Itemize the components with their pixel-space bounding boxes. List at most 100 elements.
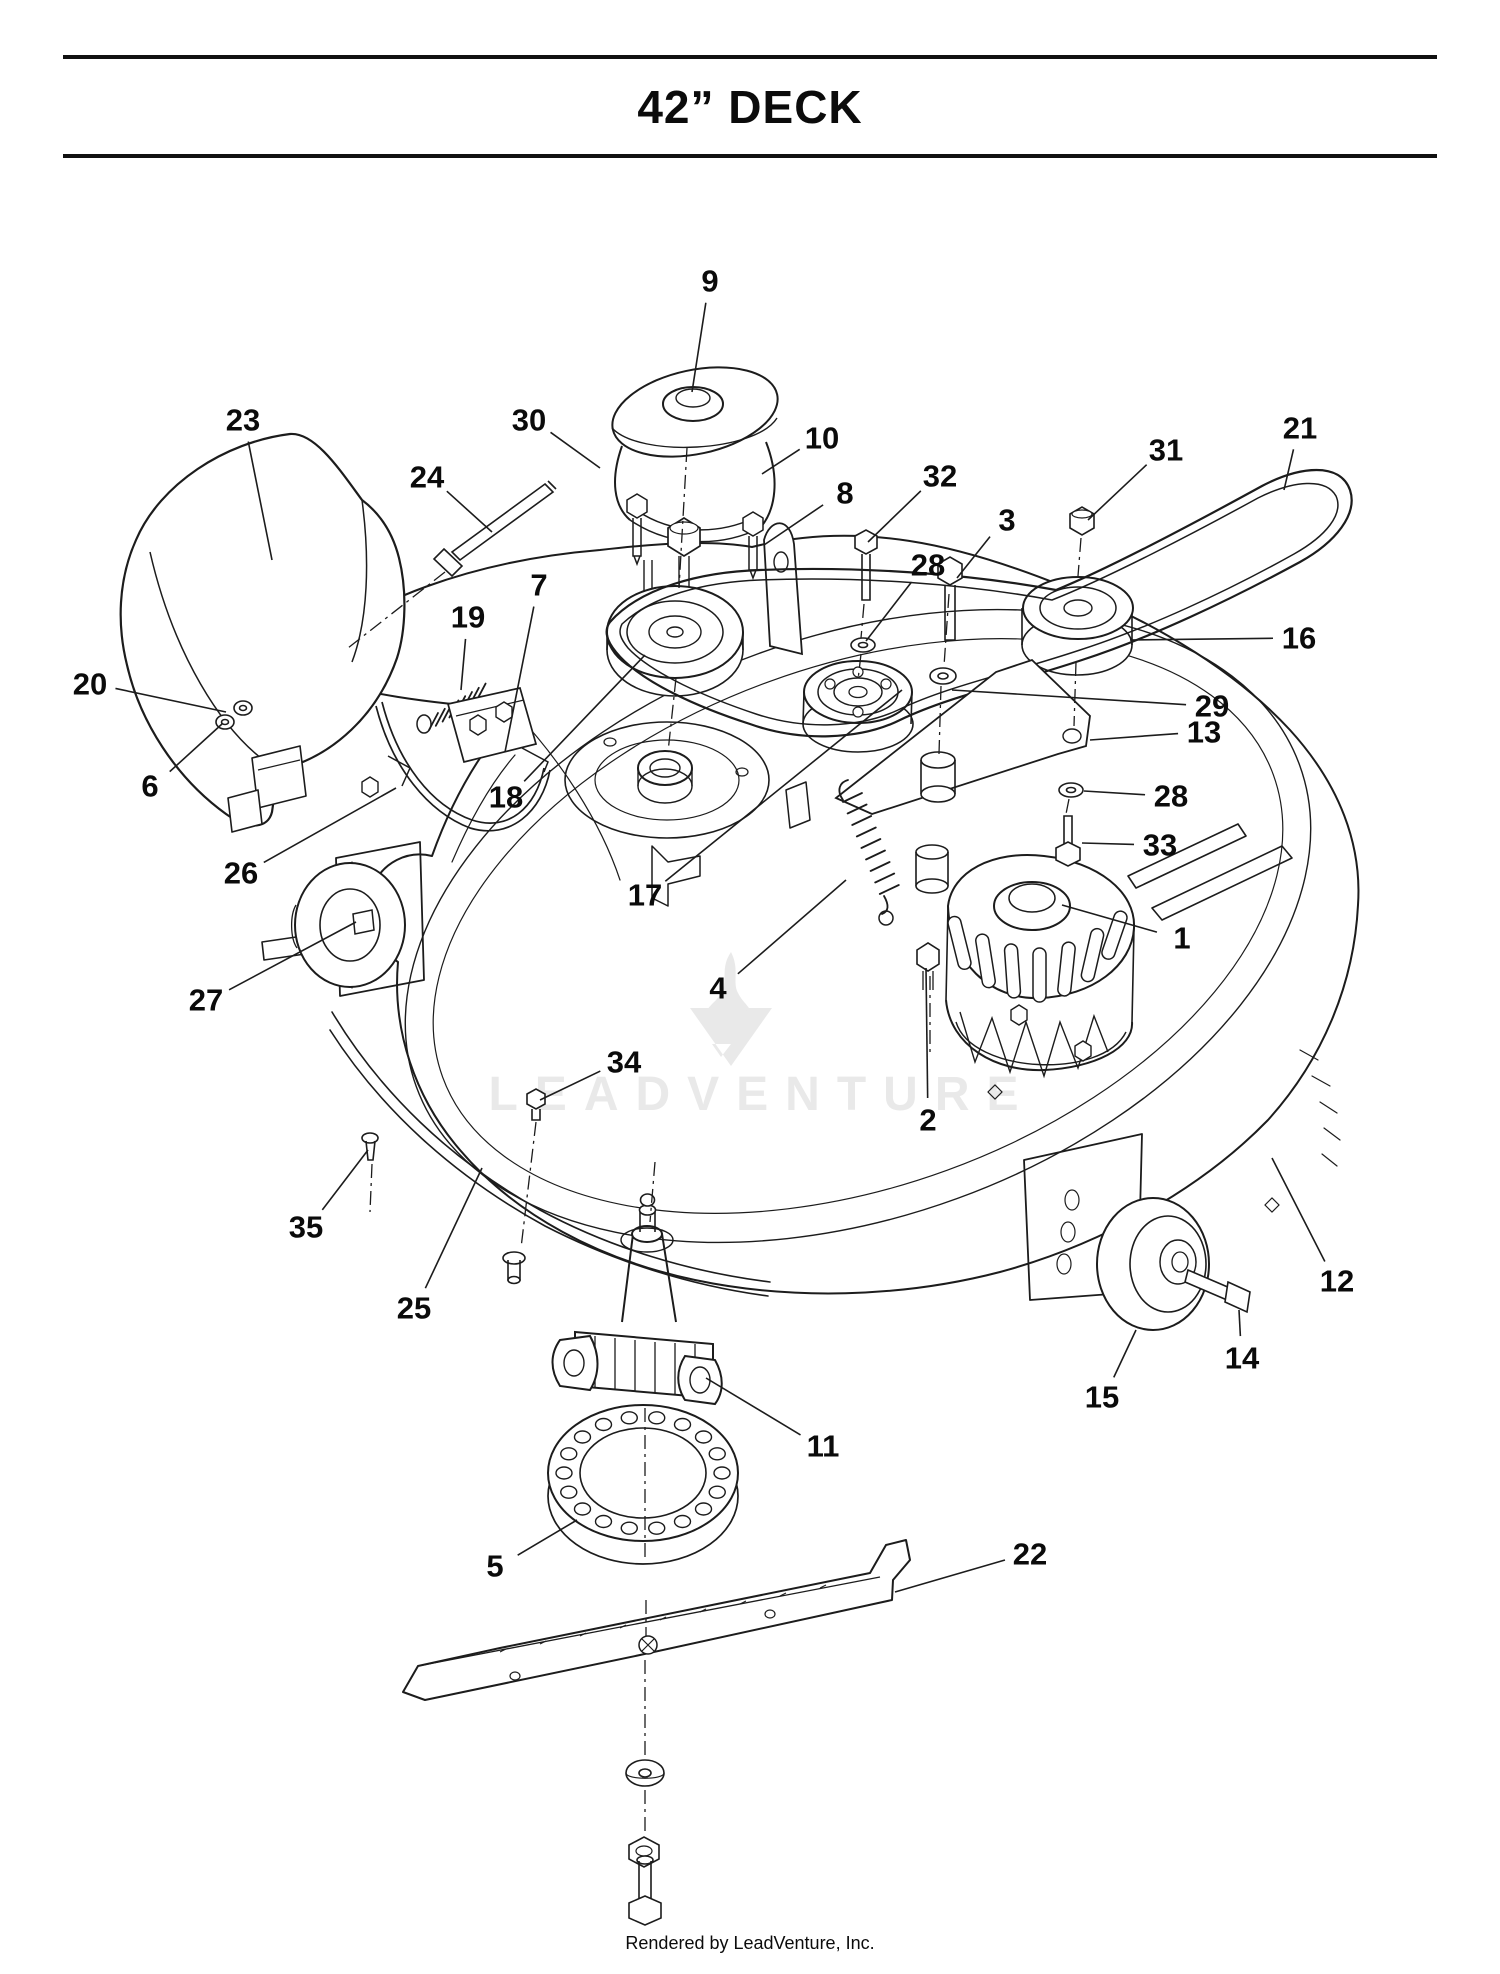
wheel-bolt <box>352 909 375 935</box>
deck-spacer-bushing <box>920 751 956 803</box>
callout-leader-2 <box>925 967 929 1099</box>
ring-hole <box>694 1430 713 1444</box>
page-title: 42” DECK <box>637 80 863 133</box>
callout-number-30: 30 <box>512 403 546 438</box>
callout-number-14: 14 <box>1225 1341 1260 1376</box>
callout-number-5: 5 <box>486 1549 503 1584</box>
callout-leader-11 <box>705 1377 801 1436</box>
ring-hole <box>673 1514 692 1529</box>
clutch-cap <box>993 881 1071 931</box>
callout-number-4: 4 <box>709 971 727 1006</box>
spring-coil <box>865 849 886 861</box>
callout-leader-5 <box>517 1519 578 1556</box>
callout-number-16: 16 <box>1282 621 1316 656</box>
extension-spring-4 <box>838 779 900 926</box>
callout-leader-16 <box>1129 637 1274 641</box>
clutch-pulley <box>802 660 914 753</box>
electric-clutch <box>915 751 1136 1079</box>
clutch-slots <box>947 910 1128 1003</box>
guard-leg-left <box>614 445 631 521</box>
ring-hole <box>713 1466 731 1480</box>
deck-front-skirt <box>331 1011 771 1283</box>
deck-rear-skirt-hatch <box>1299 1049 1341 1167</box>
callout-number-35: 35 <box>289 1210 323 1245</box>
engagement-cable <box>361 701 551 832</box>
callout-leader-35 <box>321 1149 369 1211</box>
ring-hole <box>620 1521 638 1535</box>
ring-hole <box>560 1447 578 1461</box>
callout-layer: 1234567891011121314151617181920212223242… <box>73 264 1354 1593</box>
callout-number-18: 18 <box>489 780 523 815</box>
ring-hole <box>573 1502 592 1516</box>
callout-leader-24 <box>446 490 493 533</box>
callout-number-24: 24 <box>410 460 445 495</box>
callout-number-22: 22 <box>1013 1537 1047 1572</box>
callout-leader-20 <box>115 687 227 713</box>
callout-leader-22 <box>894 1559 1006 1593</box>
deck-bearing <box>637 750 693 804</box>
callout-number-1: 1 <box>1173 921 1190 956</box>
bolt-33 <box>1055 815 1081 867</box>
ring-hole <box>573 1430 592 1444</box>
spring-coil <box>869 861 891 872</box>
spring-coil <box>434 707 446 727</box>
callout-number-8: 8 <box>836 476 853 511</box>
deck-inner-contour <box>404 608 1312 1244</box>
right-gauge-wheel <box>1096 1197 1251 1331</box>
deck-hole <box>603 737 617 747</box>
callout-leader-23 <box>247 441 273 561</box>
callout-leader-21 <box>1283 449 1295 491</box>
callout-number-19: 19 <box>451 600 485 635</box>
nut-31 <box>1069 506 1095 536</box>
deck-hole <box>735 767 749 777</box>
bolt-34 <box>526 1088 546 1121</box>
callout-leader-31 <box>1087 464 1148 521</box>
left-gauge-wheel <box>290 862 406 988</box>
spindle-plate-inner <box>594 739 740 821</box>
callout-number-9: 9 <box>701 264 718 299</box>
callout-number-25: 25 <box>397 1291 431 1326</box>
idler-pulley <box>1021 576 1134 676</box>
mower-blade <box>402 1539 911 1701</box>
cover-crease-right <box>351 499 368 663</box>
spring-bracket <box>446 686 549 773</box>
ring-hole <box>594 1417 613 1432</box>
callout-leader-29 <box>951 689 1187 706</box>
callout-number-28: 28 <box>911 548 945 583</box>
deck-inner-contour-2 <box>432 638 1284 1214</box>
callout-leader-28 <box>865 581 913 642</box>
spring-coil <box>428 712 439 731</box>
ring-hole <box>594 1514 613 1529</box>
callout-number-7: 7 <box>530 568 547 603</box>
guard-cap <box>662 386 724 422</box>
callout-leader-17 <box>664 689 903 882</box>
callout-leader-18 <box>523 654 646 782</box>
wheel-axle-bolt <box>1184 1268 1251 1314</box>
guard-plate-edge <box>611 417 778 448</box>
spring-coil <box>874 872 896 884</box>
callout-number-31: 31 <box>1149 433 1183 468</box>
callout-leader-19 <box>460 638 467 691</box>
callout-leader-14 <box>1238 1309 1242 1337</box>
spring-coil <box>878 884 900 895</box>
callout-leader-15 <box>1113 1329 1137 1378</box>
spindle-assembly <box>551 1193 723 1406</box>
spindle-housing-base <box>551 1330 723 1406</box>
callout-leader-28 <box>1083 790 1146 796</box>
callout-leader-10 <box>761 448 801 475</box>
idler-arm <box>834 658 1091 815</box>
callout-number-6: 6 <box>141 769 158 804</box>
deck-vent <box>987 1084 1003 1100</box>
deck-angle-bracket <box>651 845 701 907</box>
ring-hole <box>560 1485 578 1499</box>
axis-lines <box>347 447 1082 1836</box>
guard-hex-bolt-left <box>626 493 648 567</box>
callout-leader-8 <box>763 504 824 546</box>
hardware <box>361 480 1095 1926</box>
callout-number-21: 21 <box>1283 411 1317 446</box>
ring-hole <box>673 1417 692 1432</box>
callout-number-17: 17 <box>628 878 662 913</box>
ring-hole <box>708 1447 726 1461</box>
